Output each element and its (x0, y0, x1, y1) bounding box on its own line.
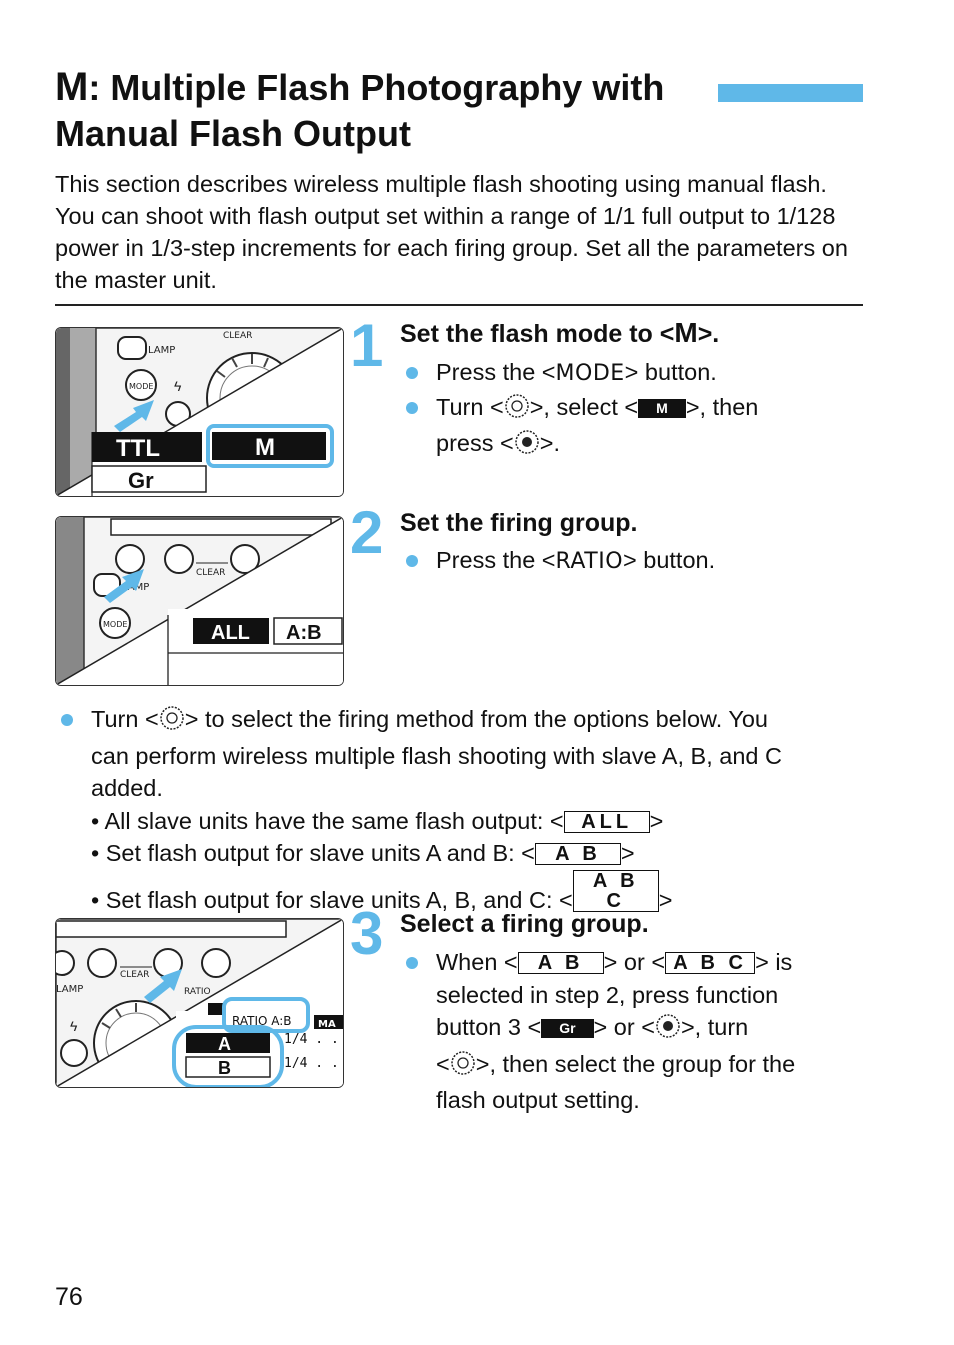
bullet-dot-icon (406, 957, 418, 969)
step1-bullet-2-cont: press <>. (400, 427, 860, 464)
ma-label: MA (318, 1019, 336, 1030)
clear-label: CLEAR (196, 568, 225, 578)
svg-text:ϟ: ϟ (174, 378, 182, 394)
lamp-label: LAMP (148, 345, 175, 356)
dial-icon (504, 393, 530, 428)
step-number-1: 1 (350, 312, 384, 379)
bullet-dot-icon (406, 401, 418, 414)
step-number-3: 3 (350, 900, 384, 967)
step3-line-2: selected in step 2, press function (436, 981, 779, 1008)
ab-key-label: A B (534, 843, 621, 865)
page-title: M: Multiple Flash Photography with Manua… (55, 65, 665, 154)
step3-bullets: When <A B> or <A B C> is selected in ste… (400, 946, 870, 1117)
intro-paragraph: This section describes wireless multiple… (55, 171, 848, 293)
dial-press-icon (655, 1013, 681, 1048)
firing-method-block: Turn <> to select the firing method from… (55, 703, 875, 916)
dial-icon (159, 705, 185, 740)
firing-option-ab: • Set flash output for slave units A and… (91, 840, 635, 866)
gr-key-label: Gr (541, 1019, 594, 1038)
step1-bullets: Press the <MODE> button. Turn <>, select… (400, 356, 860, 464)
step2-illustration: CLEAR LAMP MODE ALL A:B (55, 516, 344, 686)
gr-label: Gr (128, 468, 154, 493)
step-number-2: 2 (350, 499, 384, 566)
step3-title: Select a firing group. (400, 910, 649, 938)
m-key-label: M (638, 398, 686, 418)
clear-label: CLEAR (223, 331, 252, 341)
page-number: 76 (55, 1283, 83, 1311)
bullet-dot-icon (61, 714, 73, 726)
title-accent-bar (718, 84, 863, 102)
manual-m-label: M (255, 434, 275, 461)
firing-option-abc: • Set flash output for slave units A, B,… (91, 869, 673, 913)
step3-illustration: CLEAR LAMP RATIO ϟ RATIO A:B MA A B 1/4 … (55, 918, 344, 1088)
all-key-label: ALL (563, 810, 650, 833)
svg-text:ϟ: ϟ (70, 1018, 78, 1034)
step2-bullet-1: Press the <RATIO> button. (400, 544, 860, 579)
step2-title: Set the firing group. (400, 509, 638, 537)
group-b-value: 1/4 . . (284, 1056, 339, 1071)
step2-bullets: Press the <RATIO> button. (400, 544, 860, 579)
manual-mode-symbol: M (55, 65, 89, 109)
group-a-label: A (218, 1034, 231, 1054)
mode-button-label: MODE (129, 382, 153, 391)
ab-key-label: A B (517, 952, 604, 974)
lamp-label: LAMP (56, 984, 83, 995)
bullet-dot-icon (406, 555, 418, 567)
step1-illustration: LAMP CLEAR MODE ϟ TTL M Gr (55, 327, 344, 497)
dial-press-icon (514, 429, 540, 464)
abc-key-label: A B C (572, 869, 659, 912)
ratio-key-label: RATIO (555, 549, 624, 574)
step3-line-4: <>, then select the group for the (400, 1048, 870, 1085)
firing-line-2: can perform wireless multiple flash shoo… (91, 742, 782, 769)
dial-icon (450, 1050, 476, 1085)
firing-option-all: • All slave units have the same flash ou… (91, 807, 664, 834)
group-a-value: 1/4 . . (284, 1032, 339, 1047)
clear-label: CLEAR (120, 970, 149, 980)
step3-line-1: When <A B> or <A B C> is (400, 946, 870, 979)
firing-line-3: added. (91, 775, 163, 801)
section-divider (55, 304, 863, 306)
step3-line-3: button 3 <Gr> or <>, turn (400, 1011, 870, 1048)
step1-bullet-1: Press the <MODE> button. (400, 356, 860, 391)
firing-line-1: Turn <> to select the firing method from… (55, 703, 875, 740)
ab-label: A:B (286, 622, 322, 644)
bullet-dot-icon (406, 367, 418, 379)
ratio-ab-label: RATIO A:B (232, 1014, 292, 1028)
ratio-label: RATIO (184, 987, 211, 997)
ttl-label: TTL (116, 435, 160, 462)
step3-line-5: flash output setting. (436, 1087, 640, 1113)
step1-title: Set the flash mode to <M>. (400, 317, 720, 348)
abc-key-label: A B C (665, 952, 756, 974)
all-label: ALL (211, 622, 250, 644)
mode-key-label: MODE (555, 361, 625, 386)
mode-button-label: MODE (103, 620, 127, 629)
group-b-label: B (218, 1058, 231, 1078)
step1-bullet-2: Turn <>, select <M>, then (400, 391, 860, 428)
